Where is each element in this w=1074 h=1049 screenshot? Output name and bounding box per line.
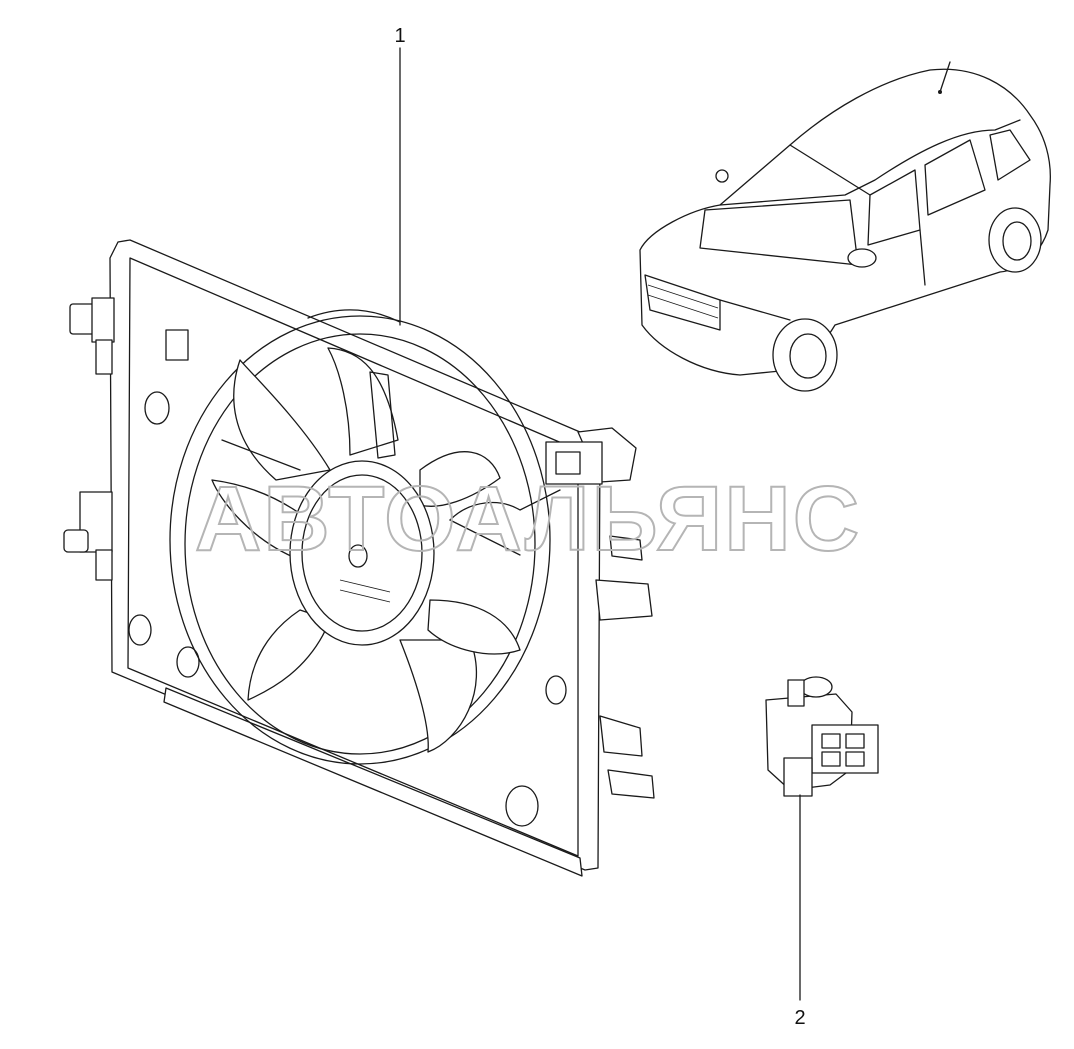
watermark-text: АВТОАЛЬЯНС	[195, 468, 861, 570]
vehicle-mirror	[847, 248, 877, 268]
callout-number-1: 1	[394, 25, 405, 47]
left-mount-tabs	[63, 297, 115, 581]
resistor-module	[545, 441, 603, 485]
support-strut	[221, 439, 301, 471]
shroud-frame-inner-edge	[127, 257, 579, 857]
fan-ring-top-lip	[307, 309, 401, 323]
callout-number-2: 2	[794, 1007, 805, 1029]
frame-slot	[165, 329, 189, 361]
vehicle-headlight	[719, 299, 791, 321]
frame-hole	[545, 675, 567, 705]
vehicle-grille	[644, 274, 721, 331]
vehicle-illustration	[639, 61, 1051, 392]
shroud-bottom-rail	[163, 687, 583, 877]
wire-harness	[449, 489, 561, 521]
vehicle-antenna-mark	[715, 169, 729, 183]
vehicle-front-wheel	[772, 318, 838, 392]
fan-hub-rim	[301, 474, 423, 632]
support-strut	[449, 519, 521, 556]
frame-hole	[128, 614, 152, 646]
frame-hole	[144, 391, 170, 425]
vehicle-door-line	[919, 229, 926, 286]
connector-lower-block	[783, 757, 813, 797]
vehicle-windshield-edge	[789, 144, 871, 196]
connector-tab	[787, 679, 805, 707]
connector	[765, 676, 879, 797]
vehicle-quarter-window	[989, 129, 1031, 181]
frame-hole	[505, 785, 539, 827]
fan-hub	[289, 460, 435, 646]
frame-hole	[176, 646, 200, 678]
connector-socket	[811, 724, 879, 774]
vehicle-pointer-line	[939, 61, 951, 93]
fan-ring-inner	[184, 333, 536, 755]
connector-latch	[799, 676, 833, 698]
fan-hub-center	[348, 544, 368, 568]
vehicle-body	[639, 68, 1051, 376]
vehicle-roofline	[719, 119, 1021, 206]
vehicle-rear-wheel	[988, 207, 1042, 273]
vehicle-rear-window	[924, 139, 986, 216]
fan-blades	[211, 347, 521, 753]
fan-ring-outer	[169, 315, 551, 765]
support-strut	[369, 371, 396, 459]
fan-assembly	[63, 239, 655, 877]
